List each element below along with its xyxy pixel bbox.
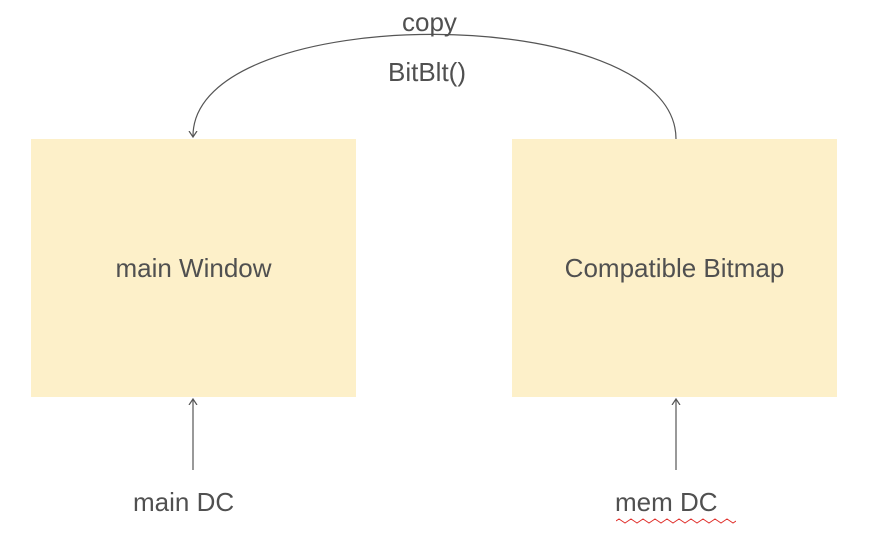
spellcheck-underline <box>616 518 736 524</box>
copy-arc-arrow <box>193 33 677 140</box>
copy-label: copy <box>402 7 457 37</box>
mem-dc-label: mem DC <box>615 487 718 517</box>
compatible-bitmap-box: Compatible Bitmap <box>512 139 837 397</box>
bitblt-label: BitBlt() <box>388 57 466 87</box>
main-window-label: main Window <box>115 252 272 283</box>
main-dc-label: main DC <box>133 487 235 517</box>
compatible-bitmap-label: Compatible Bitmap <box>564 252 785 283</box>
main-window-box: main Window <box>31 139 356 397</box>
